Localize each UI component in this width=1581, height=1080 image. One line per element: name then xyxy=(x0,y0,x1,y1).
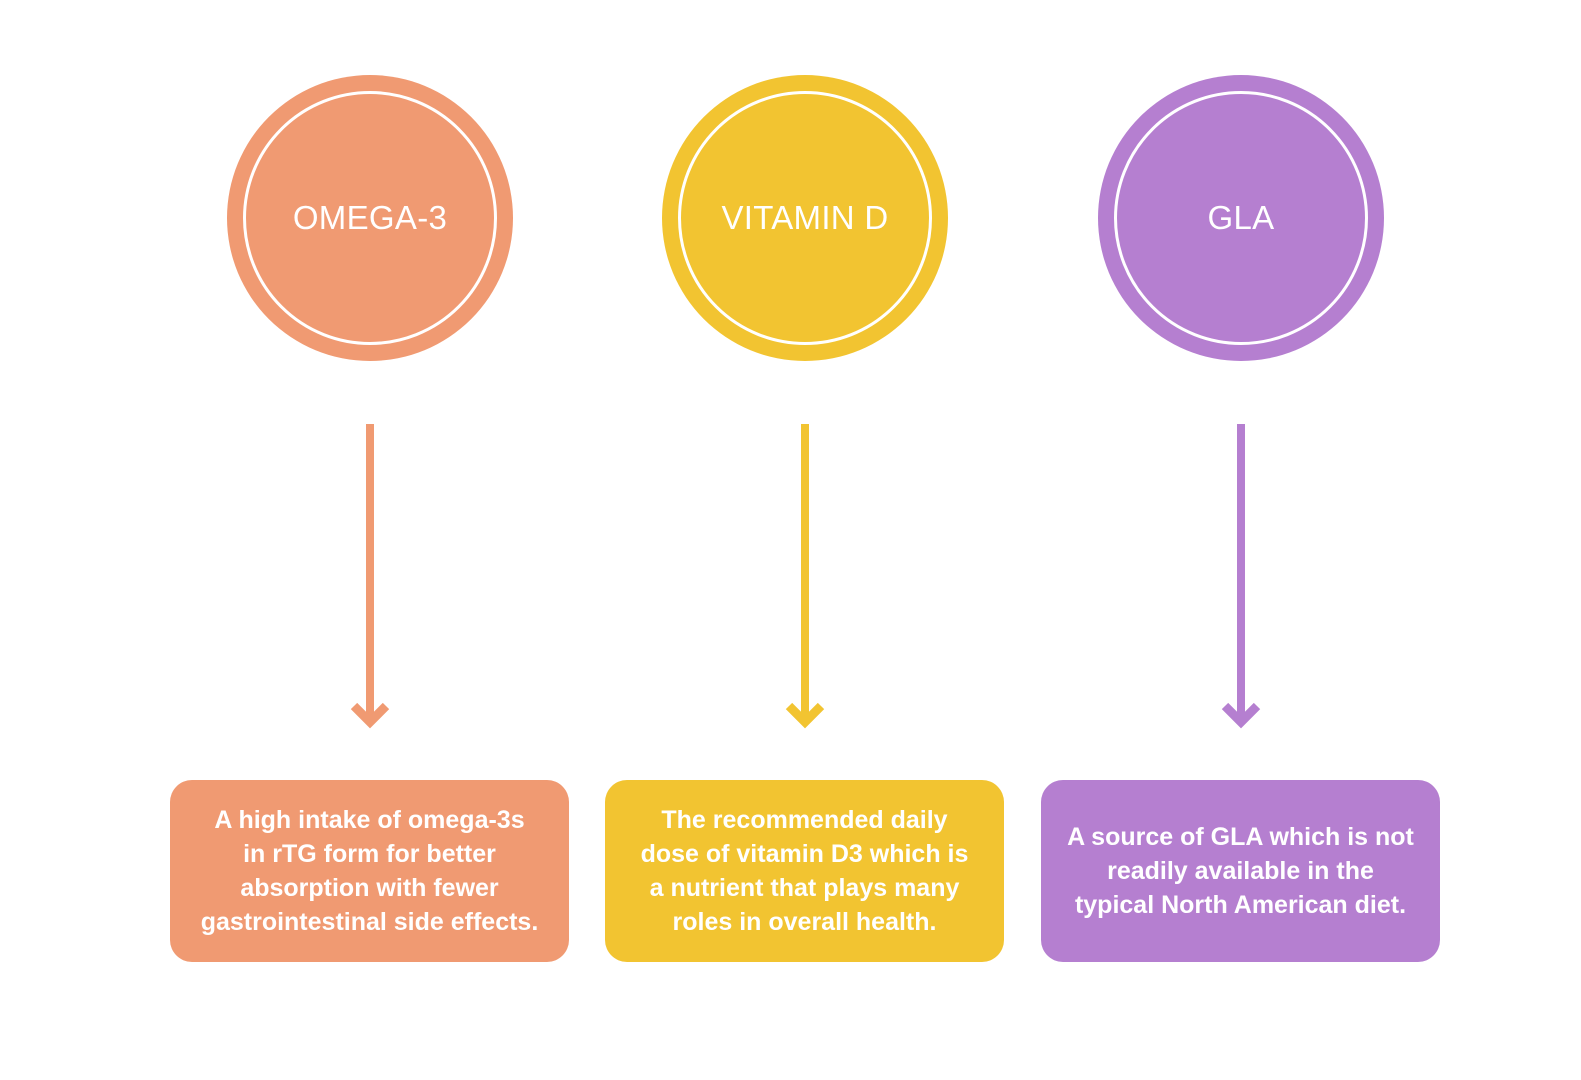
gla-description: A source of GLA which is not readily ava… xyxy=(1067,820,1414,922)
arrow-head xyxy=(785,702,825,729)
omega-3-description: A high intake of omega-3s in rTG form fo… xyxy=(201,803,539,939)
description-line: readily available in the xyxy=(1107,857,1374,885)
column-omega-3: OMEGA-3 A high intake of omega-3s in rTG… xyxy=(170,0,570,1080)
vitamin-d-description-box: The recommended daily dose of vitamin D3… xyxy=(605,780,1004,962)
arrow-head xyxy=(350,702,390,729)
description-line: A source of GLA which is not xyxy=(1067,823,1414,851)
vitamin-d-circle: VITAMIN D xyxy=(662,75,948,361)
description-line: gastrointestinal side effects. xyxy=(200,908,539,936)
column-vitamin-d: VITAMIN D The recommended daily dose of … xyxy=(605,0,1005,1080)
description-line: a nutrient that plays many xyxy=(649,874,960,902)
down-arrow-icon xyxy=(1221,424,1261,729)
description-line: dose of vitamin D3 which is xyxy=(640,840,969,868)
description-line: typical North American diet. xyxy=(1074,891,1407,919)
description-line: in rTG form for better xyxy=(243,840,496,868)
gla-description-box: A source of GLA which is not readily ava… xyxy=(1041,780,1440,962)
gla-title: GLA xyxy=(1207,199,1275,236)
description-line: roles in overall health. xyxy=(672,908,937,936)
circle-inner-ring xyxy=(1114,91,1368,345)
down-arrow-icon xyxy=(785,424,825,729)
omega-3-title: OMEGA-3 xyxy=(292,199,448,236)
vitamin-d-title: VITAMIN D xyxy=(721,199,889,236)
description-line: The recommended daily xyxy=(661,806,948,834)
circle-inner-ring xyxy=(243,91,497,345)
description-line: absorption with fewer xyxy=(240,874,499,902)
column-gla: GLA A source of GLA which is not readily… xyxy=(1041,0,1441,1080)
circle-inner-ring xyxy=(678,91,932,345)
arrow-head xyxy=(1221,702,1261,729)
description-line: A high intake of omega-3s xyxy=(214,806,525,834)
down-arrow-icon xyxy=(350,424,390,729)
omega-3-description-box: A high intake of omega-3s in rTG form fo… xyxy=(170,780,569,962)
vitamin-d-description: The recommended daily dose of vitamin D3… xyxy=(641,803,969,939)
omega-3-circle: OMEGA-3 xyxy=(227,75,513,361)
gla-circle: GLA xyxy=(1098,75,1384,361)
